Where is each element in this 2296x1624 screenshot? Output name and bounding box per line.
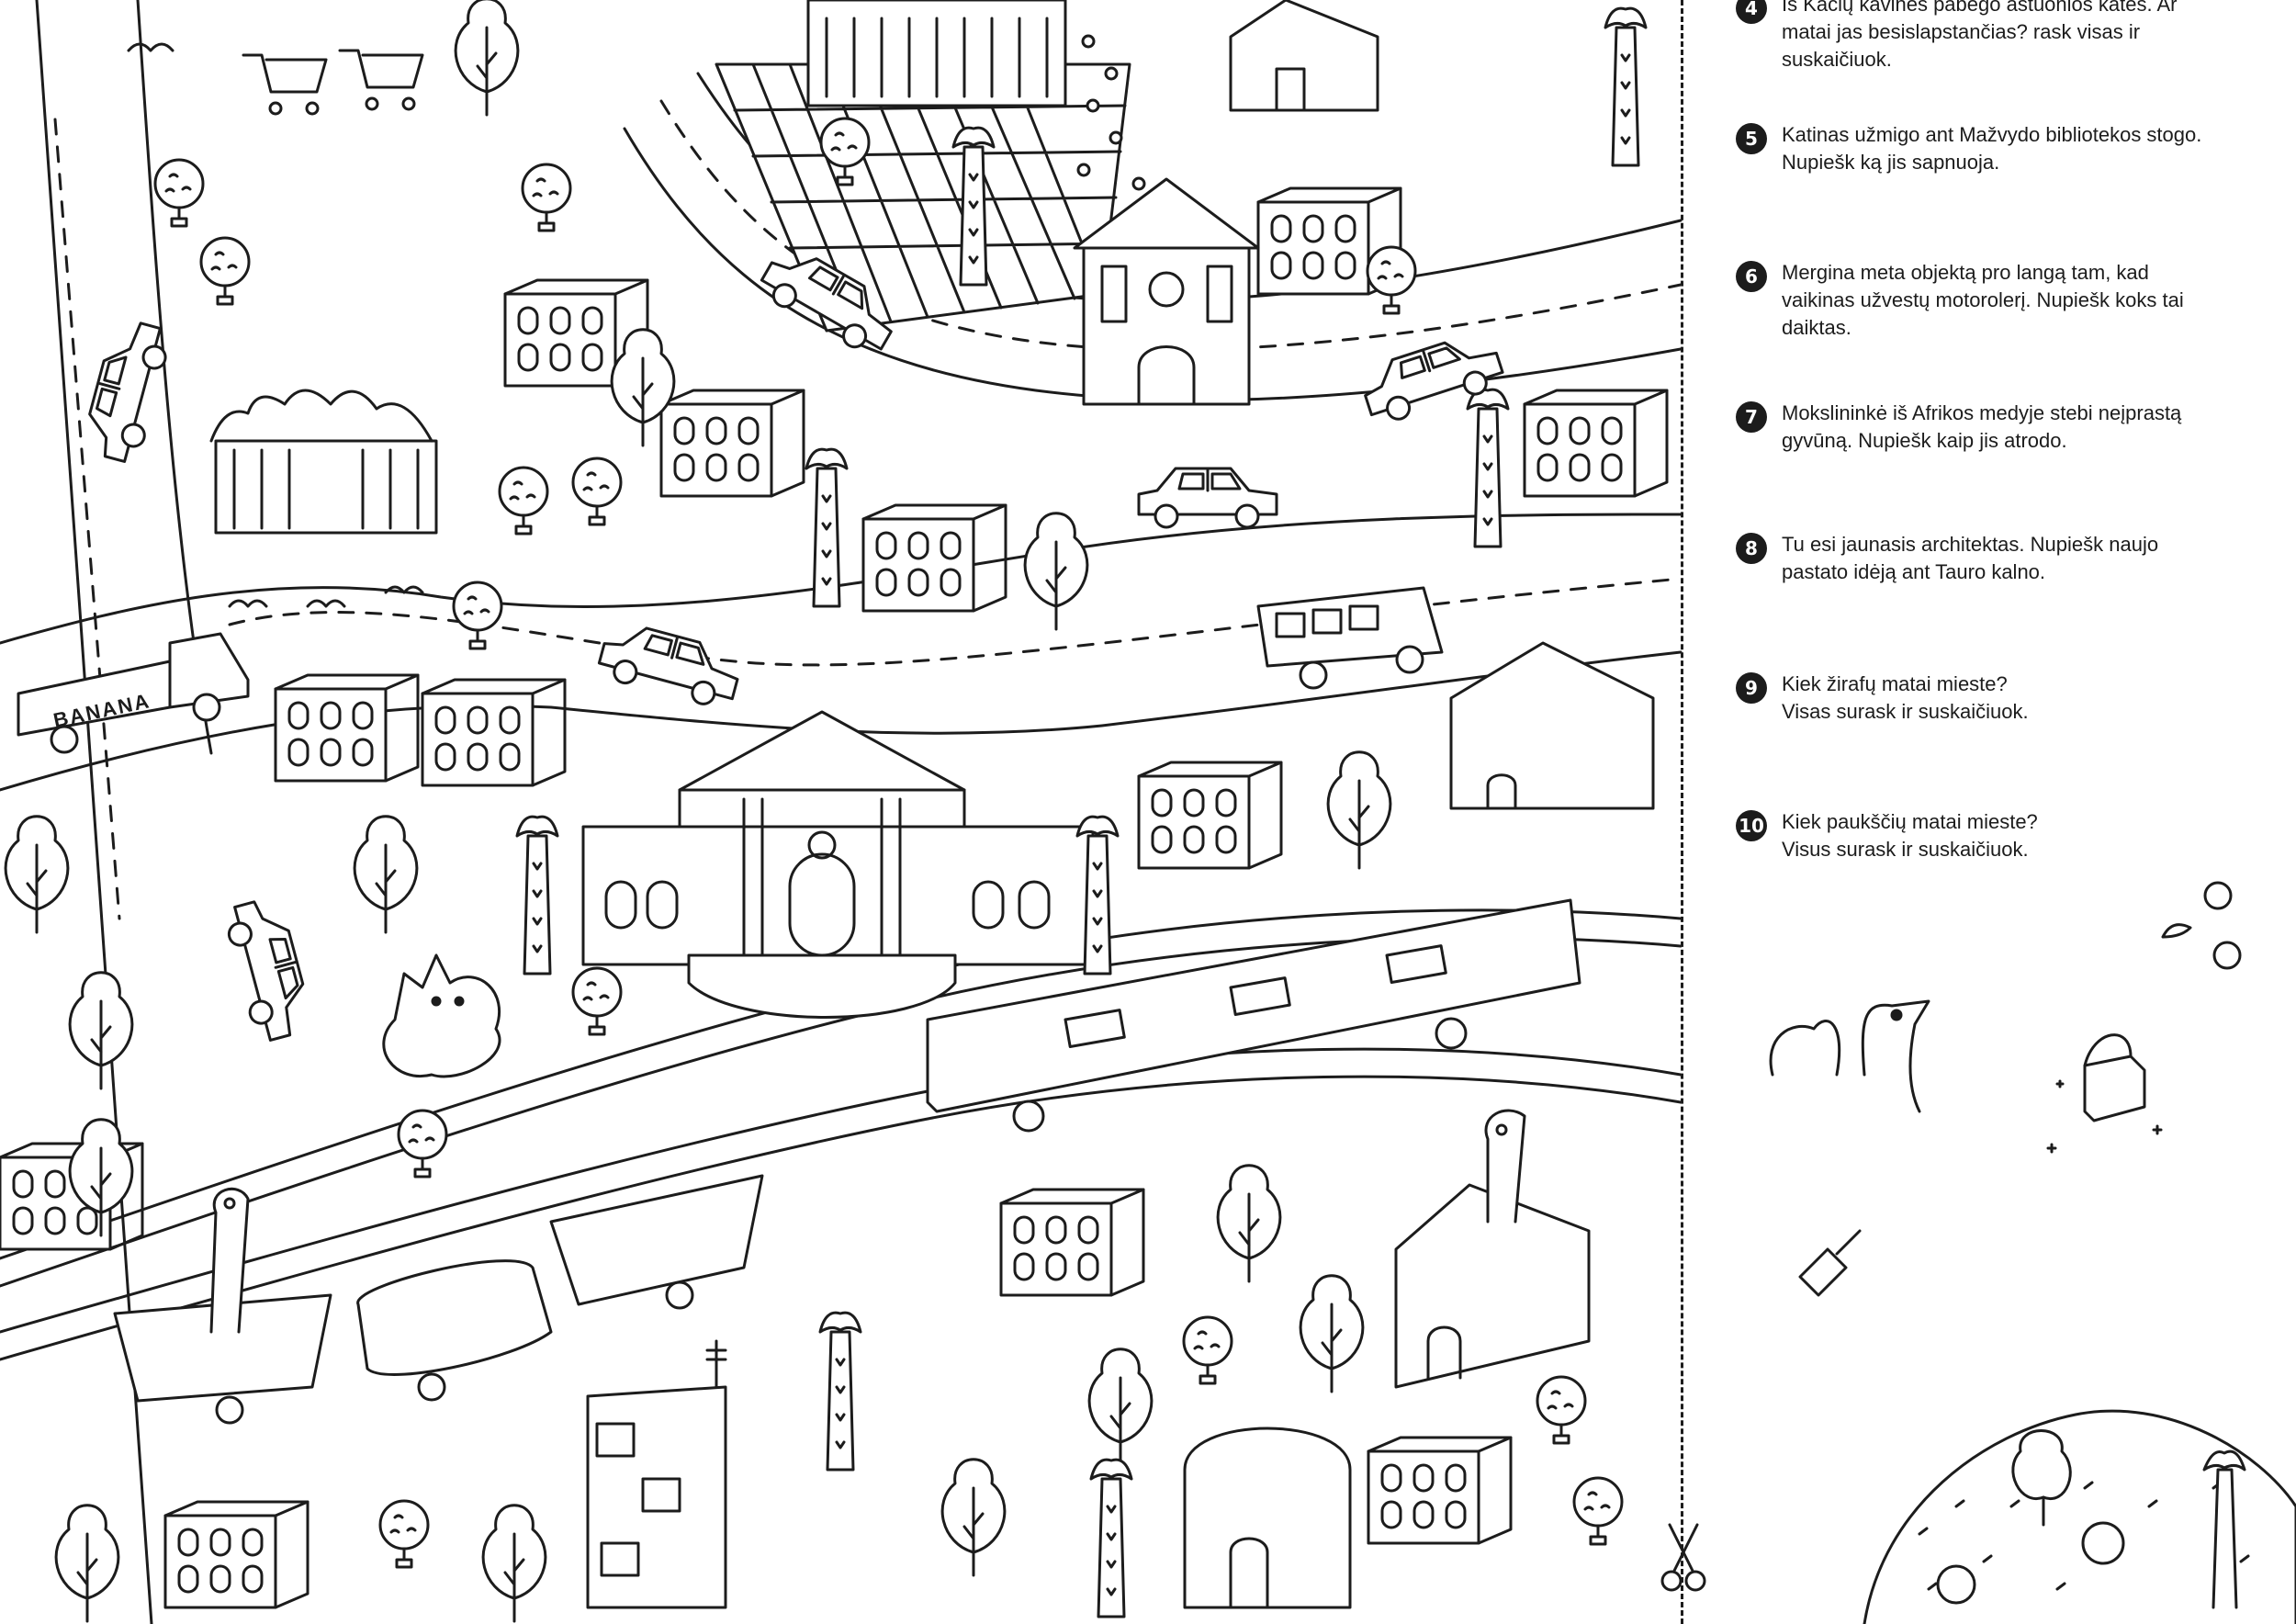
- task-number: 5: [1736, 123, 1767, 154]
- domed-building: [1183, 1427, 1352, 1609]
- library-building: [806, 0, 1067, 107]
- task-number: 10: [1736, 810, 1767, 841]
- burning-building: [209, 389, 438, 535]
- task-item: 10 Kiek paukščių matai mieste? Visus sur…: [1736, 808, 2250, 863]
- task-item: 7 Mokslininkė iš Afrikos medyje stebi ne…: [1736, 400, 2250, 455]
- hill-tree: [2011, 1429, 2072, 1527]
- task-text: Katinas užmigo ant Mažvydo bibliotekos s…: [1782, 123, 2202, 174]
- giraffe-icon: [209, 1187, 250, 1334]
- hill-bush: [1936, 1521, 2125, 1605]
- task-number: 7: [1736, 401, 1767, 433]
- cottage: [1229, 0, 1379, 112]
- hill: [1863, 1409, 2296, 1624]
- treasure-chest-icon: [2046, 1033, 2163, 1154]
- cut-line: [1681, 0, 1683, 1624]
- giraffe-icon: [1484, 1109, 1526, 1224]
- task-text: Kiek žirafų matai mieste? Visas surask i…: [1782, 672, 2029, 723]
- passenger-train: [926, 898, 1581, 1133]
- hill-palm: [2202, 1449, 2246, 1609]
- bus: [1256, 586, 1444, 690]
- panel-decorations: [1769, 881, 2296, 1624]
- shopping-cart-icon: [338, 49, 424, 111]
- task-item: 8 Tu esi jaunasis architektas. Nupiešk n…: [1736, 531, 2250, 586]
- task-text: Iš Kačių kavinės pabėgo aštuonios katės.…: [1782, 0, 2178, 71]
- scissors-icon: [1660, 1523, 1706, 1592]
- cat-icon: [382, 953, 501, 1078]
- lawnmower-icon: [1798, 1229, 1862, 1297]
- banana-truck: [17, 632, 250, 754]
- freight-train: [113, 1174, 764, 1425]
- task-text: Kiek paukščių matai mieste? Visus surask…: [1782, 810, 2038, 861]
- stepping-stones: [1076, 34, 1146, 191]
- task-number: 4: [1736, 0, 1767, 24]
- task-number: 6: [1736, 261, 1767, 292]
- church-building: [1449, 641, 1655, 810]
- flower-icon: [2161, 881, 2242, 970]
- task-item: 4 Iš Kačių kavinės pabėgo aštuonios katė…: [1736, 0, 2250, 73]
- temple-building: [1073, 177, 1260, 406]
- bird-icon: [228, 599, 268, 608]
- bird-icon: [384, 585, 424, 594]
- task-number: 8: [1736, 533, 1767, 564]
- task-text: Mergina meta objektą pro langą tam, kad …: [1782, 261, 2184, 339]
- task-item: 5 Katinas užmigo ant Mažvydo bibliotekos…: [1736, 121, 2250, 176]
- shopping-cart-icon: [242, 53, 328, 116]
- museum-building: [581, 710, 1095, 1019]
- task-text: Mokslininkė iš Afrikos medyje stebi neįp…: [1782, 401, 2182, 452]
- task-item: 6 Mergina meta objektą pro langą tam, ka…: [1736, 259, 2250, 342]
- tall-house: [1394, 1183, 1591, 1389]
- bird-icon: [127, 42, 174, 52]
- task-item: 9 Kiek žirafų matai mieste? Visas surask…: [1736, 671, 2250, 726]
- task-text: Tu esi jaunasis architektas. Nupiešk nau…: [1782, 533, 2159, 583]
- task-number: 9: [1736, 672, 1767, 704]
- city-map-illustration: BANANA: [0, 0, 1683, 1624]
- bird-icon: [306, 599, 346, 608]
- dragon-icon: [1769, 999, 1930, 1113]
- tower-block: [586, 1339, 727, 1609]
